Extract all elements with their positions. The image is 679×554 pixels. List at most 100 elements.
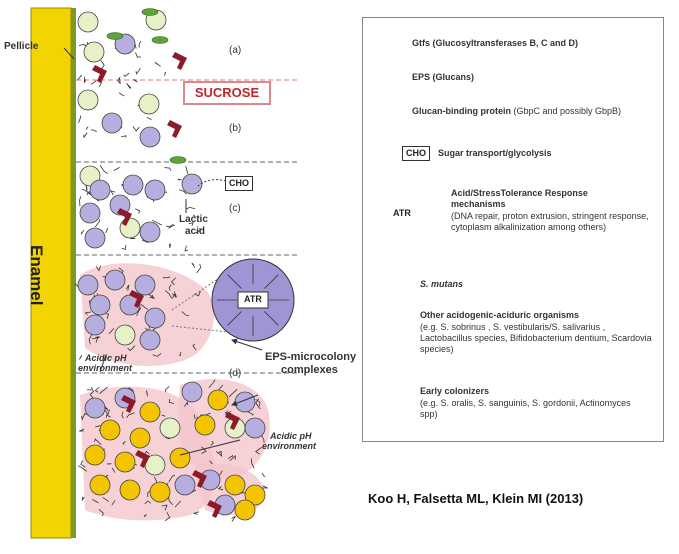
glucan-strand bbox=[166, 223, 174, 228]
glucan-strand bbox=[168, 284, 172, 291]
smutans-cell bbox=[89, 294, 111, 316]
acidogenic-cell bbox=[139, 401, 161, 423]
glucan-strand bbox=[91, 336, 101, 340]
legend-other-title: Other acidogenic-aciduric organisms bbox=[420, 310, 580, 320]
panel-b-label: (b) bbox=[229, 123, 242, 134]
zoom-line-bottom bbox=[171, 325, 229, 333]
acidogenic-cell bbox=[89, 474, 111, 496]
glucan-strand bbox=[168, 474, 176, 483]
glucan-strand bbox=[164, 167, 172, 171]
glucan-strand bbox=[106, 463, 112, 465]
early-colonizer-cell bbox=[77, 11, 99, 33]
smutans-cell bbox=[181, 173, 203, 195]
glucan-strand bbox=[80, 229, 85, 235]
glucan-strand bbox=[138, 40, 142, 48]
glucan-strand bbox=[250, 458, 255, 469]
smutans-cell bbox=[181, 381, 203, 403]
glucan-strand bbox=[255, 399, 261, 407]
lactic-label: Lactic bbox=[179, 214, 208, 225]
smutans-cell bbox=[84, 227, 106, 249]
gtf-enzyme bbox=[151, 36, 169, 44]
acidic-arrow-1 bbox=[99, 354, 107, 373]
glucan-strand bbox=[78, 465, 87, 472]
legend-gbp-title: Glucan-binding protein bbox=[412, 106, 511, 116]
smutans-cell bbox=[84, 314, 106, 336]
glucan-strand bbox=[127, 345, 136, 352]
glucan-binding-protein bbox=[192, 470, 207, 488]
smutans-cell bbox=[234, 391, 256, 413]
smutans-cell bbox=[109, 194, 131, 216]
glucan-binding-protein bbox=[172, 52, 187, 70]
environment-label-2: environment bbox=[262, 441, 317, 451]
glucan-strand bbox=[78, 115, 82, 123]
glucan-strand bbox=[255, 398, 261, 410]
smutans-cell bbox=[174, 474, 196, 496]
legend-gbp-rest: (GbpC and possibly GbpB) bbox=[511, 106, 622, 116]
glucan-strand bbox=[154, 61, 161, 67]
acidogenic-cell bbox=[84, 444, 106, 466]
legend-gtfs: Gtfs (Glucosyltransferases B, C and D) bbox=[412, 38, 579, 48]
glucan-strand bbox=[181, 311, 190, 316]
glucan-strand bbox=[164, 385, 170, 393]
early-colonizer-cell bbox=[138, 93, 160, 115]
glucan-strand bbox=[95, 265, 101, 272]
legend-panel bbox=[362, 17, 664, 442]
atr-zoom-label: ATR bbox=[244, 294, 262, 304]
glucan-strand bbox=[121, 135, 127, 138]
glucan-strand bbox=[98, 509, 104, 517]
acidic-arrow-2 bbox=[179, 439, 241, 456]
atr-arrow bbox=[264, 311, 279, 326]
glucan-strand bbox=[164, 512, 171, 522]
glucan-strand bbox=[215, 451, 223, 457]
pellicle-layer bbox=[71, 8, 76, 538]
legend-cho-box: CHO bbox=[402, 146, 430, 161]
glucan-strand bbox=[168, 399, 174, 404]
acidic-ph-label-1: Acidic pH bbox=[85, 353, 127, 363]
legend-atr-label: ATR bbox=[393, 208, 411, 218]
glucan-strand bbox=[82, 188, 91, 196]
glucan-strand bbox=[178, 189, 187, 195]
legend-smutans: S. mutans bbox=[420, 279, 464, 289]
glucan-strand bbox=[191, 262, 196, 269]
glucan-strand bbox=[184, 245, 189, 252]
glucan-strand bbox=[225, 410, 232, 416]
smutans-cell bbox=[144, 179, 166, 201]
enamel-label: Enamel bbox=[27, 245, 46, 306]
glucan-strand bbox=[149, 294, 155, 299]
atr-arrows bbox=[217, 264, 289, 336]
glucan-strand bbox=[94, 386, 100, 393]
smutans-cell bbox=[79, 202, 101, 224]
smutans-cell bbox=[244, 417, 266, 439]
glucan-strand bbox=[118, 92, 125, 97]
microcolony-arrow-1 bbox=[231, 338, 263, 351]
glucan-strand bbox=[188, 222, 194, 226]
acidogenic-cell bbox=[194, 414, 216, 436]
gtf-enzyme bbox=[106, 32, 124, 40]
glucan-strand bbox=[126, 83, 132, 89]
legend-early-desc: (e.g. S. oralis, S. sanguinis, S. gordon… bbox=[420, 398, 631, 419]
glucan-strand bbox=[94, 438, 102, 445]
legend-early-title: Early colonizers bbox=[420, 386, 490, 396]
acidogenic-cell bbox=[234, 499, 256, 521]
glucan-strand bbox=[179, 351, 182, 357]
sucrose-box: SUCROSE bbox=[183, 81, 271, 105]
glucan-strand bbox=[113, 166, 120, 172]
early-colonizer-cell bbox=[77, 89, 99, 111]
glucan-binding-protein bbox=[129, 290, 144, 308]
glucan-binding-protein bbox=[167, 120, 182, 138]
glucan-strand bbox=[88, 334, 93, 345]
glucan-strand bbox=[133, 78, 138, 83]
glucan-strand bbox=[78, 354, 83, 360]
legend-sugar: Sugar transport/glycolysis bbox=[438, 148, 552, 158]
glucan-strand bbox=[229, 455, 236, 461]
glucan-strand bbox=[227, 454, 234, 460]
glucan-strand bbox=[261, 472, 266, 478]
glucan-strand bbox=[192, 511, 200, 515]
smutans-cell bbox=[134, 274, 156, 296]
acid-label: acid bbox=[185, 226, 206, 237]
glucan-strand bbox=[228, 388, 238, 398]
glucan-strand bbox=[83, 132, 88, 139]
early-colonizer-cell bbox=[159, 417, 181, 439]
glucan-binding-protein bbox=[225, 412, 240, 430]
